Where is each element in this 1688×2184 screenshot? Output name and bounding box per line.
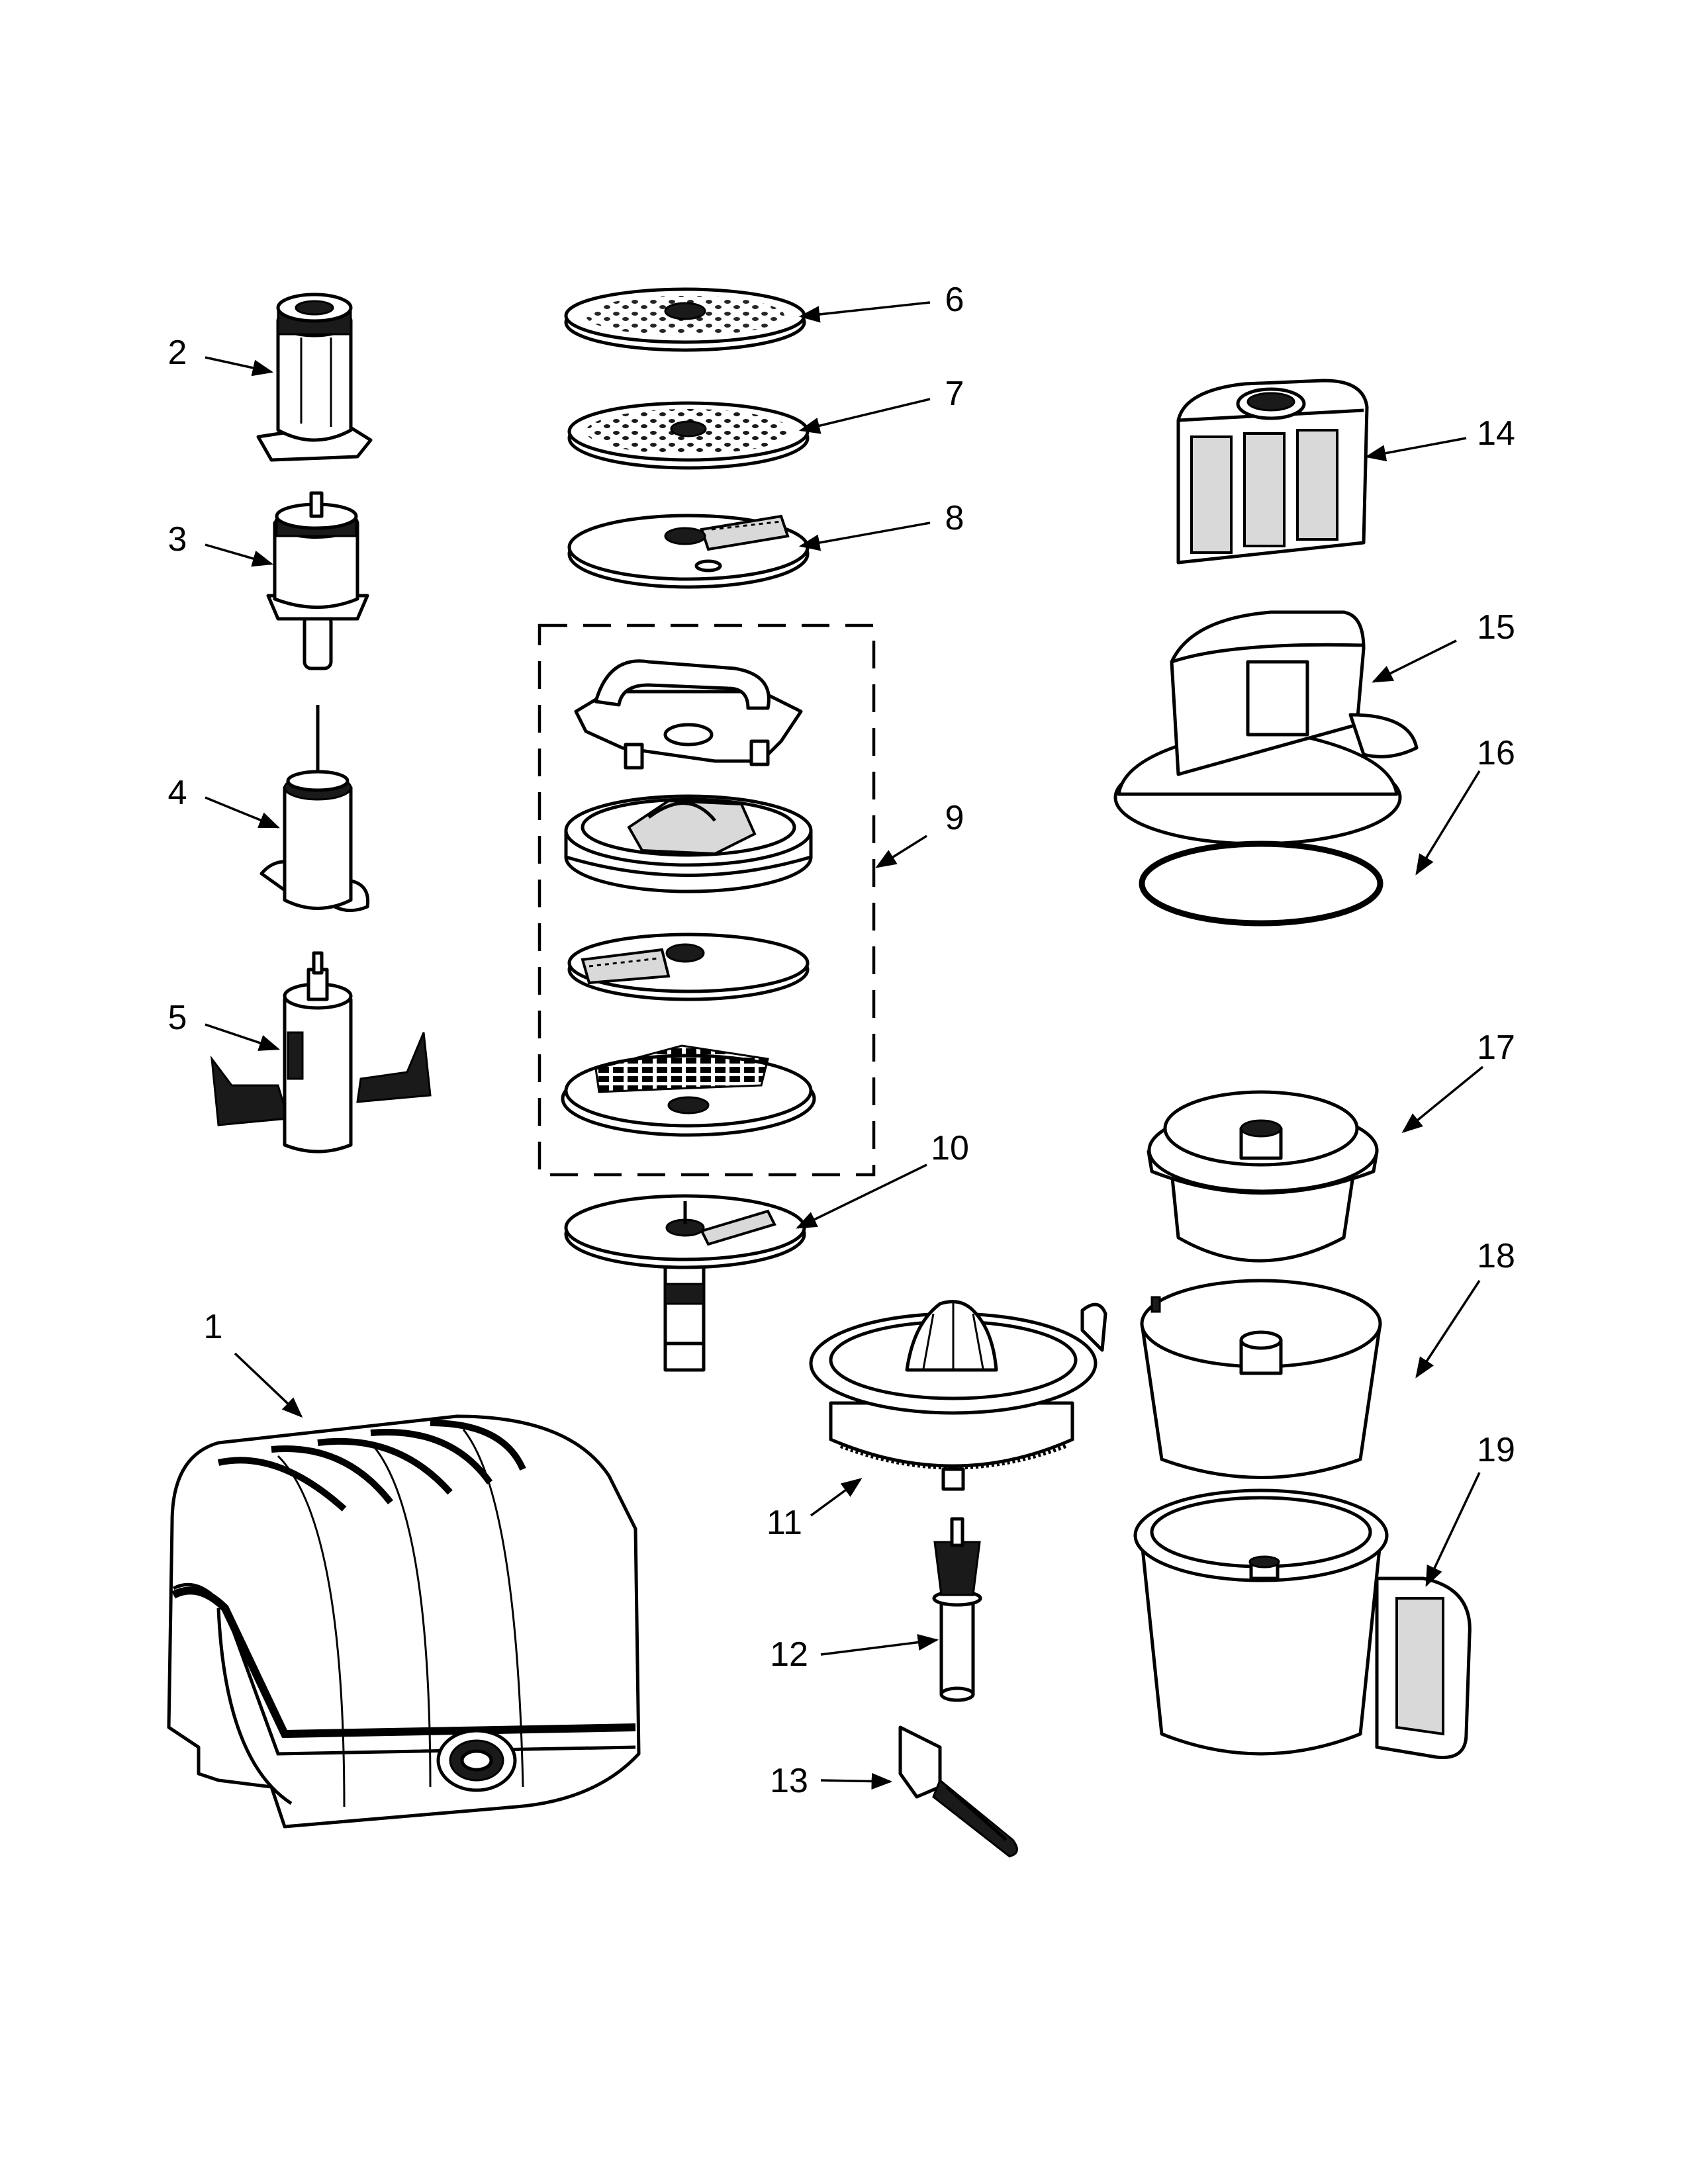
callout-9: 9	[945, 799, 964, 837]
part-10-adjustable-slicing-disc	[564, 1194, 806, 1372]
callout-15: 15	[1477, 608, 1515, 647]
part-16-seal-ring	[1139, 841, 1383, 927]
callout-4: 4	[168, 774, 187, 812]
part-8-slicing-disc	[567, 514, 810, 589]
callout-labels: 1 2 3 4 5 6 7 8 9 10 11 12 13 14 15 16 1…	[168, 281, 1515, 1800]
part-3-mini-blade	[266, 491, 369, 670]
callout-18: 18	[1477, 1237, 1515, 1275]
callout-7: 7	[945, 375, 964, 413]
part-13-spatula	[898, 1725, 1018, 1858]
callout-12: 12	[770, 1635, 808, 1674]
part-4-chopping-blade	[259, 705, 370, 913]
callout-1: 1	[204, 1308, 223, 1346]
callout-2: 2	[168, 334, 187, 372]
part-1-motor-base	[167, 1414, 641, 1829]
callout-11: 11	[767, 1504, 802, 1542]
part-11-citrus-press	[809, 1300, 1107, 1491]
part-2-mini-bowl	[256, 293, 373, 462]
callout-3: 3	[168, 520, 187, 559]
part-12-drive-adapter	[932, 1517, 982, 1702]
part-6-grating-disc	[564, 287, 806, 352]
callout-8: 8	[945, 499, 964, 537]
callout-14: 14	[1477, 414, 1515, 453]
callout-5: 5	[168, 999, 187, 1037]
part-7-shredding-disc	[567, 401, 810, 470]
callout-arrows	[205, 301, 1484, 1790]
part-9-dicing-kit	[538, 623, 876, 1177]
part-5-dough-blade	[210, 951, 432, 1154]
part-14-food-pusher	[1176, 379, 1369, 565]
callout-13: 13	[770, 1762, 808, 1800]
callout-10: 10	[931, 1129, 969, 1167]
callout-16: 16	[1477, 734, 1515, 772]
part-15-work-bowl-lid	[1113, 610, 1419, 846]
callout-6: 6	[945, 281, 964, 319]
part-18-medium-work-bowl	[1140, 1279, 1382, 1479]
callout-19: 19	[1477, 1431, 1515, 1469]
callout-17: 17	[1477, 1028, 1515, 1067]
part-17-mini-work-bowl	[1147, 1090, 1379, 1263]
part-19-large-work-bowl	[1133, 1488, 1472, 1760]
